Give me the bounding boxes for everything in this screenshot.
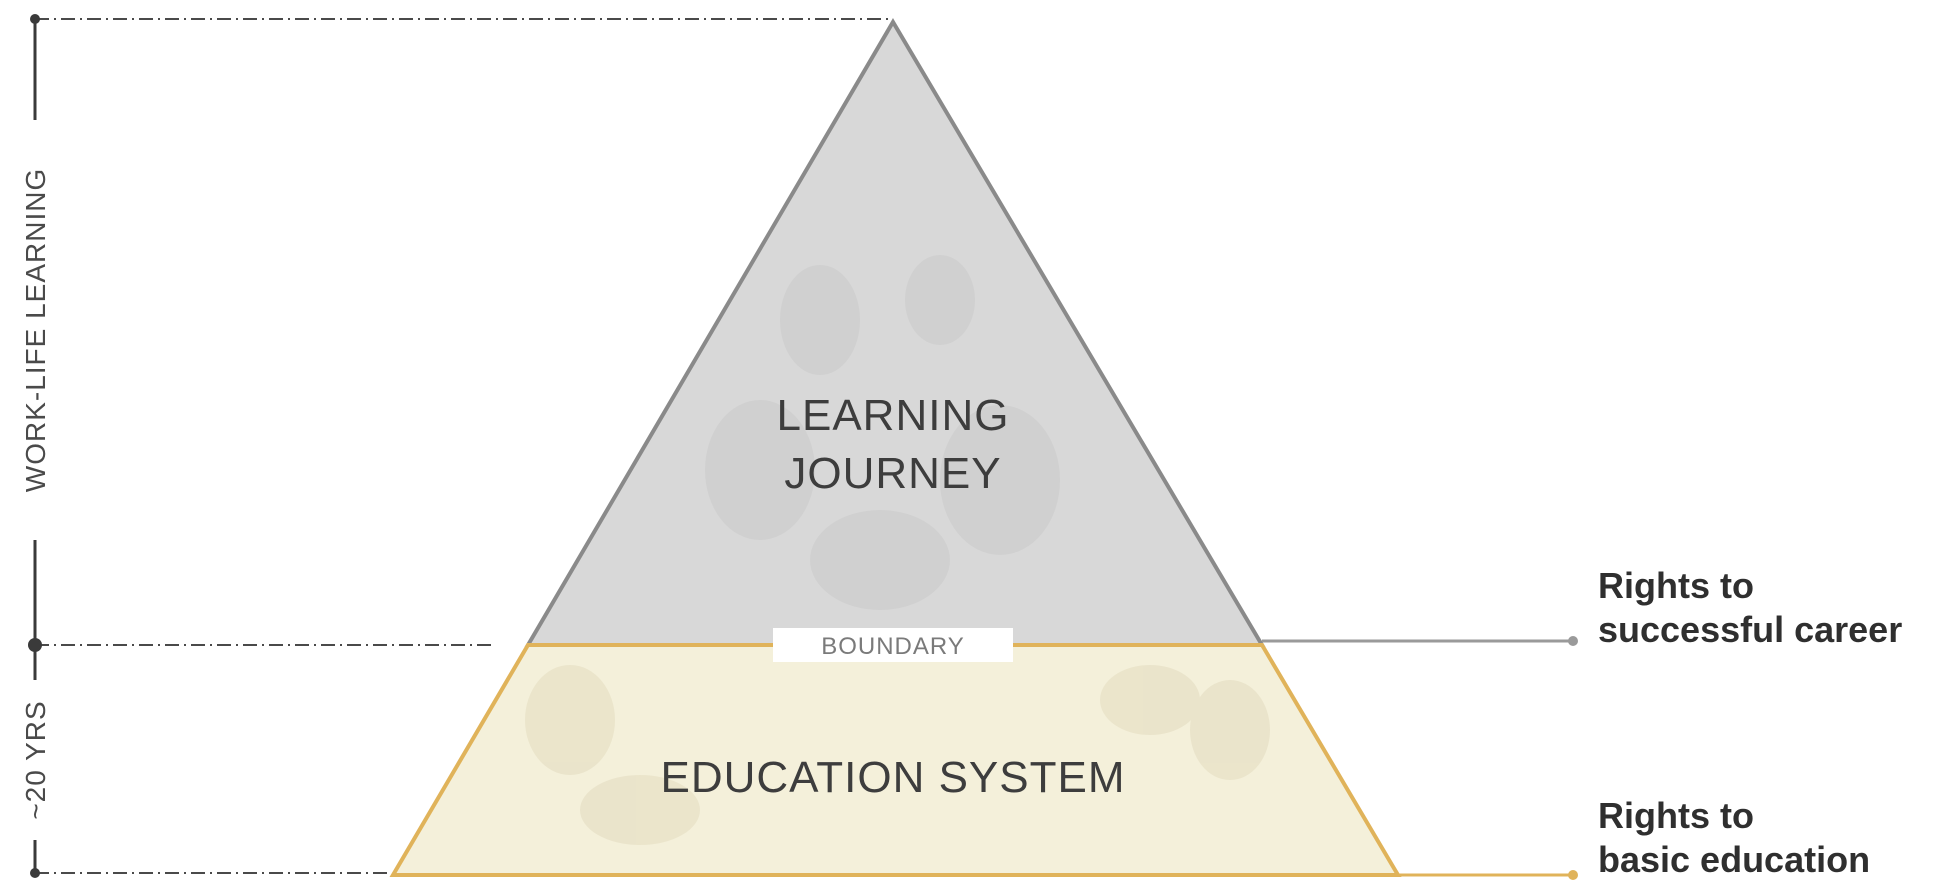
- boundary-label: BOUNDARY: [821, 633, 965, 660]
- education-system-photo-texture: [525, 665, 1270, 845]
- vertical-axis: [28, 14, 42, 878]
- axis-base-dot: [30, 868, 40, 878]
- career-connector-dot: [1568, 636, 1578, 646]
- boundary-label-background: [773, 628, 1013, 662]
- rights-education-line1: Rights to: [1598, 795, 1754, 836]
- work-life-learning-label: WORK-LIFE LEARNING: [20, 168, 51, 492]
- axis-top-dot: [30, 14, 40, 24]
- learning-journey-photo-texture: [705, 255, 1060, 610]
- twenty-years-label: ~20 YRS: [20, 700, 51, 819]
- education-connector-dot: [1568, 870, 1578, 880]
- rights-education-line2: basic education: [1598, 839, 1870, 880]
- axis-boundary-dot: [28, 638, 42, 652]
- education-system-label: EDUCATION SYSTEM: [660, 753, 1125, 802]
- learning-journey-label-line2: JOURNEY: [784, 449, 1001, 498]
- learning-journey-label-line1: LEARNING: [777, 391, 1010, 440]
- rights-career-line2: successful career: [1598, 609, 1902, 650]
- rights-career-line1: Rights to: [1598, 565, 1754, 606]
